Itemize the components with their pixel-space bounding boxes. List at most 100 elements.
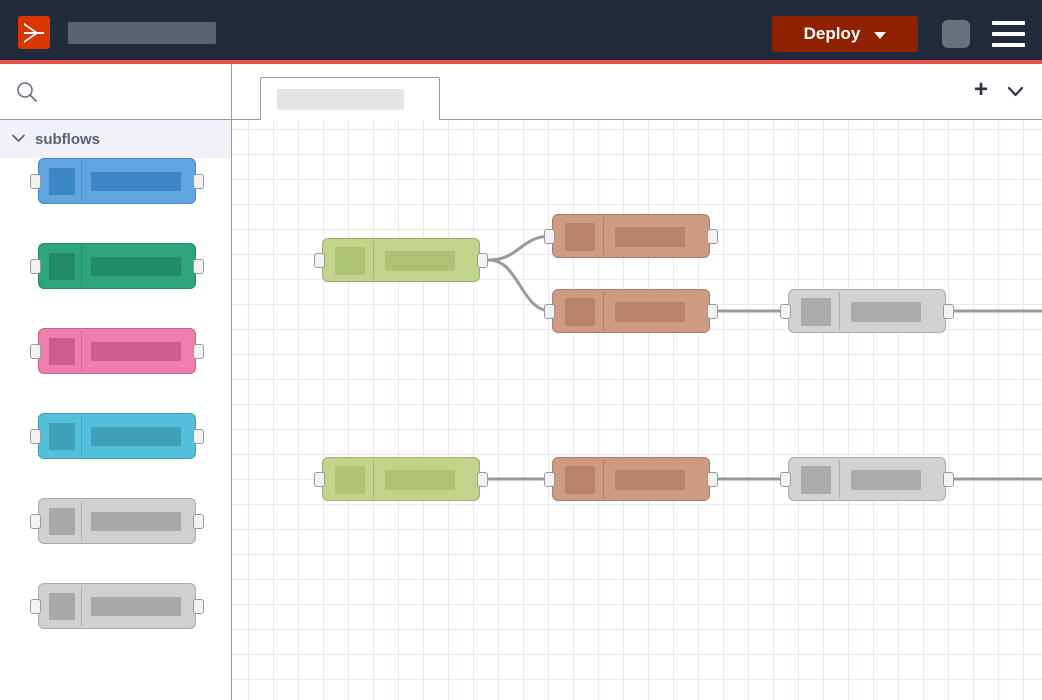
canvas-node-green-bottom[interactable]	[314, 457, 488, 501]
palette-category-label: subflows	[35, 130, 101, 148]
user-avatar-icon[interactable]	[942, 20, 970, 48]
node-red-logo-icon	[18, 16, 50, 49]
node-divider	[373, 460, 374, 498]
node-icon-redacted	[801, 298, 831, 326]
node-input-port[interactable]	[30, 344, 41, 359]
node-input-port[interactable]	[544, 304, 555, 319]
node-input-port[interactable]	[780, 472, 791, 487]
chevron-down-icon[interactable]	[1007, 84, 1024, 102]
node-icon-redacted	[49, 168, 75, 195]
subflow-node-2[interactable]	[30, 243, 204, 289]
node-icon-redacted	[49, 508, 75, 535]
flow-tab-label-redacted	[277, 89, 404, 110]
node-divider	[81, 586, 82, 626]
node-icon-redacted	[49, 253, 75, 280]
node-divider	[839, 292, 840, 330]
node-output-port[interactable]	[193, 599, 204, 614]
node-label-redacted	[615, 227, 685, 247]
node-label-redacted	[91, 597, 181, 616]
node-icon-redacted	[565, 466, 595, 494]
chevron-down-icon[interactable]	[874, 31, 887, 39]
palette-search-bar[interactable]	[0, 64, 231, 120]
node-icon-redacted	[335, 466, 365, 494]
canvas-node-salmon-mid[interactable]	[544, 289, 718, 333]
node-output-port[interactable]	[477, 472, 488, 487]
node-output-port[interactable]	[193, 259, 204, 274]
node-input-port[interactable]	[544, 472, 555, 487]
node-input-port[interactable]	[314, 253, 325, 268]
subflow-node-4[interactable]	[30, 413, 204, 459]
node-output-port[interactable]	[707, 229, 718, 244]
node-output-port[interactable]	[943, 304, 954, 319]
node-divider	[603, 460, 604, 498]
node-label-redacted	[851, 302, 921, 322]
menu-bar-3	[992, 43, 1025, 47]
subflow-node-5[interactable]	[30, 498, 204, 544]
node-divider	[373, 241, 374, 279]
node-input-port[interactable]	[30, 259, 41, 274]
node-output-port[interactable]	[943, 472, 954, 487]
subflow-node-3[interactable]	[30, 328, 204, 374]
palette-search-input[interactable]	[44, 78, 218, 106]
node-output-port[interactable]	[193, 174, 204, 189]
node-palette: subflows	[0, 64, 232, 700]
node-icon-redacted	[335, 247, 365, 275]
node-icon-redacted	[801, 466, 831, 494]
node-label-redacted	[615, 470, 685, 490]
node-label-redacted	[91, 172, 181, 191]
deploy-button[interactable]: Deploy	[772, 16, 918, 52]
chevron-down-icon	[12, 130, 25, 148]
canvas-node-green-top[interactable]	[314, 238, 488, 282]
node-output-port[interactable]	[193, 429, 204, 444]
node-icon-redacted	[49, 338, 75, 365]
node-label-redacted	[851, 470, 921, 490]
palette-node-list	[0, 158, 231, 700]
canvas-node-grey-bottom[interactable]	[780, 457, 954, 501]
node-output-port[interactable]	[193, 514, 204, 529]
subflow-node-6[interactable]	[30, 583, 204, 629]
hamburger-menu-icon[interactable]	[992, 21, 1025, 47]
plus-icon[interactable]: +	[973, 76, 988, 103]
node-label-redacted	[91, 427, 181, 446]
canvas-node-grey-mid[interactable]	[780, 289, 954, 333]
node-divider	[839, 460, 840, 498]
node-divider	[81, 416, 82, 456]
node-icon-redacted	[565, 298, 595, 326]
node-input-port[interactable]	[30, 514, 41, 529]
flow-canvas[interactable]	[232, 120, 1042, 700]
node-label-redacted	[91, 257, 181, 276]
node-divider	[81, 501, 82, 541]
flow-tab-active[interactable]	[260, 77, 440, 120]
node-input-port[interactable]	[30, 599, 41, 614]
node-input-port[interactable]	[544, 229, 555, 244]
menu-bar-1	[992, 21, 1025, 25]
wire-green-top-to-salmon-mid[interactable]	[487, 258, 553, 313]
node-divider	[81, 161, 82, 201]
flow-workspace: +	[232, 64, 1042, 700]
node-divider	[603, 217, 604, 255]
subflow-node-1[interactable]	[30, 158, 204, 204]
node-output-port[interactable]	[193, 344, 204, 359]
node-input-port[interactable]	[30, 174, 41, 189]
node-divider	[81, 246, 82, 286]
node-output-port[interactable]	[477, 253, 488, 268]
app-header: Deploy	[0, 0, 1042, 64]
node-icon-redacted	[49, 593, 75, 620]
node-input-port[interactable]	[30, 429, 41, 444]
node-divider	[81, 331, 82, 371]
node-label-redacted	[385, 470, 455, 490]
canvas-node-salmon-bottom[interactable]	[544, 457, 718, 501]
flow-tabbar: +	[232, 64, 1042, 120]
wire-green-top-to-salmon-top[interactable]	[487, 234, 553, 262]
node-output-port[interactable]	[707, 472, 718, 487]
menu-bar-2	[992, 32, 1025, 36]
node-label-redacted	[615, 302, 685, 322]
node-divider	[603, 292, 604, 330]
node-input-port[interactable]	[314, 472, 325, 487]
palette-category-subflows[interactable]: subflows	[0, 120, 231, 158]
canvas-node-salmon-top[interactable]	[544, 214, 718, 258]
node-input-port[interactable]	[780, 304, 791, 319]
node-output-port[interactable]	[707, 304, 718, 319]
search-icon	[16, 81, 38, 108]
